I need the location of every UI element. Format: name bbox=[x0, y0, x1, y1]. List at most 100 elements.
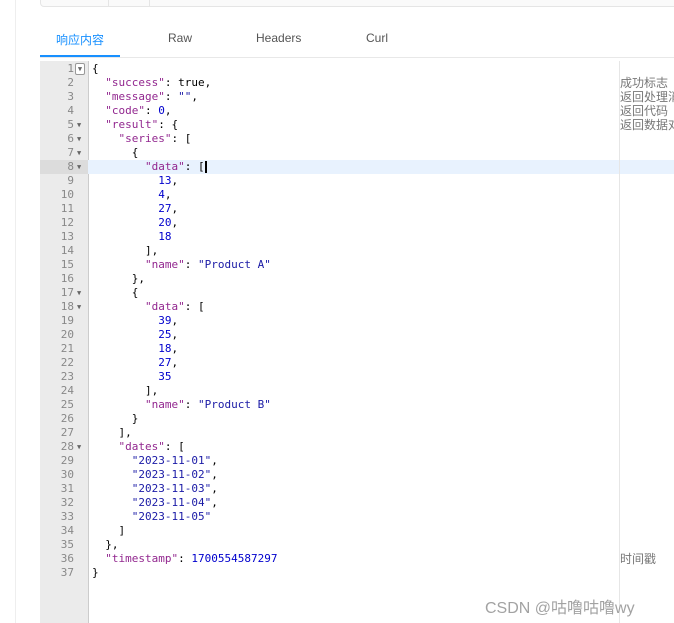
code-line[interactable]: 29 "2023-11-01", bbox=[40, 454, 674, 468]
line-number: 34 bbox=[60, 524, 74, 537]
code-line[interactable]: 32 "2023-11-04", bbox=[40, 496, 674, 510]
line-number: 11 bbox=[60, 202, 74, 215]
line-number: 5 bbox=[67, 118, 74, 131]
code-line[interactable]: 17▼ { bbox=[40, 286, 674, 300]
line-number: 28 bbox=[60, 440, 74, 453]
code-text: }, bbox=[92, 272, 145, 285]
code-line[interactable]: 8▼ "data": [ bbox=[40, 160, 674, 174]
code-line[interactable]: 35 }, bbox=[40, 538, 674, 552]
code-text: } bbox=[92, 566, 99, 579]
code-line[interactable]: 1▼{ bbox=[40, 62, 674, 76]
response-tabs: 响应内容 Raw Headers Curl bbox=[40, 28, 674, 58]
line-number: 17 bbox=[60, 286, 74, 299]
line-number: 7 bbox=[67, 146, 74, 159]
code-line[interactable]: 9 13, bbox=[40, 174, 674, 188]
code-line[interactable]: 7▼ { bbox=[40, 146, 674, 160]
code-line[interactable]: 27 ], bbox=[40, 426, 674, 440]
code-line[interactable]: 6▼ "series": [ bbox=[40, 132, 674, 146]
fold-toggle-icon[interactable]: ▼ bbox=[77, 135, 82, 143]
code-line[interactable]: 34 ] bbox=[40, 524, 674, 538]
code-line[interactable]: 31 "2023-11-03", bbox=[40, 482, 674, 496]
code-text: "dates": [ bbox=[118, 440, 185, 453]
json-editor[interactable]: 1▼{2 "success": true,3 "message": "",4 "… bbox=[40, 61, 674, 623]
code-text: "2023-11-01", bbox=[92, 454, 218, 467]
code-text: "2023-11-02", bbox=[92, 468, 218, 481]
code-text: "timestamp": 1700554587297 bbox=[105, 552, 278, 565]
code-line[interactable]: 12 20, bbox=[40, 216, 674, 230]
code-line[interactable]: 21 18, bbox=[40, 342, 674, 356]
line-number: 18 bbox=[60, 300, 74, 313]
code-line[interactable]: 26 } bbox=[40, 412, 674, 426]
text-cursor bbox=[204, 161, 207, 173]
code-text: 35 bbox=[92, 370, 172, 383]
line-number: 31 bbox=[60, 482, 74, 495]
watermark: CSDN @咕噜咕噜wy bbox=[485, 600, 635, 617]
fold-toggle-icon[interactable]: ▼ bbox=[77, 289, 82, 297]
fold-toggle-icon[interactable]: ▼ bbox=[77, 163, 82, 171]
field-comment: 返回代码 bbox=[620, 104, 669, 118]
code-text: "message": "", bbox=[105, 90, 198, 103]
code-line[interactable]: 24 ], bbox=[40, 384, 674, 398]
code-line[interactable]: 19 39, bbox=[40, 314, 674, 328]
active-tab-indicator bbox=[40, 55, 120, 57]
code-line[interactable]: 2 "success": true, bbox=[40, 76, 674, 90]
line-number-gutter bbox=[40, 61, 89, 623]
code-line[interactable]: 28▼ "dates": [ bbox=[40, 440, 674, 454]
code-line[interactable]: 18▼ "data": [ bbox=[40, 300, 674, 314]
fold-toggle-icon[interactable]: ▼ bbox=[77, 149, 82, 157]
code-text: "code": 0, bbox=[105, 104, 172, 117]
line-number: 6 bbox=[67, 132, 74, 145]
code-line[interactable]: 14 ], bbox=[40, 244, 674, 258]
tab-headers[interactable]: Headers bbox=[256, 31, 302, 45]
code-line[interactable]: 20 25, bbox=[40, 328, 674, 342]
fold-toggle-icon[interactable]: ▼ bbox=[75, 63, 85, 75]
code-text: ], bbox=[92, 384, 159, 397]
line-number: 12 bbox=[60, 216, 74, 229]
line-number: 27 bbox=[60, 426, 74, 439]
code-text: 27, bbox=[92, 356, 179, 369]
fold-toggle-icon[interactable]: ▼ bbox=[77, 121, 82, 129]
comment-column-divider bbox=[619, 61, 620, 623]
tab-raw[interactable]: Raw bbox=[168, 31, 193, 45]
code-text: { bbox=[92, 62, 99, 75]
left-divider bbox=[15, 0, 16, 623]
code-text: 25, bbox=[92, 328, 179, 341]
code-line[interactable]: 15 "name": "Product A" bbox=[40, 258, 674, 272]
code-line[interactable]: 13 18 bbox=[40, 230, 674, 244]
code-line[interactable]: 22 27, bbox=[40, 356, 674, 370]
code-line[interactable]: 23 35 bbox=[40, 370, 674, 384]
code-line[interactable]: 11 27, bbox=[40, 202, 674, 216]
tab-curl[interactable]: Curl bbox=[366, 31, 389, 45]
fold-toggle-icon[interactable]: ▼ bbox=[77, 443, 82, 451]
tab-response-content[interactable]: 响应内容 bbox=[56, 33, 105, 47]
line-number: 10 bbox=[60, 188, 74, 201]
line-number: 4 bbox=[67, 104, 74, 117]
line-number: 32 bbox=[60, 496, 74, 509]
line-number: 37 bbox=[60, 566, 74, 579]
code-line[interactable]: 16 }, bbox=[40, 272, 674, 286]
code-line[interactable]: 37} bbox=[40, 566, 674, 580]
code-text: "2023-11-05" bbox=[92, 510, 212, 523]
code-line[interactable]: 5▼ "result": { bbox=[40, 118, 674, 132]
code-text: "2023-11-04", bbox=[92, 496, 218, 509]
line-number: 3 bbox=[67, 90, 74, 103]
code-line[interactable]: 33 "2023-11-05" bbox=[40, 510, 674, 524]
code-line[interactable]: 3 "message": "", bbox=[40, 90, 674, 104]
code-text: 18 bbox=[92, 230, 172, 243]
code-line[interactable]: 30 "2023-11-02", bbox=[40, 468, 674, 482]
code-line[interactable]: 25 "name": "Product B" bbox=[40, 398, 674, 412]
code-text: 20, bbox=[92, 216, 179, 229]
code-line[interactable]: 36 "timestamp": 1700554587297 bbox=[40, 552, 674, 566]
code-text: 39, bbox=[92, 314, 179, 327]
code-text: 18, bbox=[92, 342, 179, 355]
code-line[interactable]: 10 4, bbox=[40, 188, 674, 202]
line-number: 35 bbox=[60, 538, 74, 551]
code-text: 4, bbox=[92, 188, 172, 201]
line-number: 14 bbox=[60, 244, 74, 257]
code-line[interactable]: 4 "code": 0, bbox=[40, 104, 674, 118]
field-comment: 时间戳 bbox=[620, 552, 657, 566]
fold-toggle-icon[interactable]: ▼ bbox=[77, 303, 82, 311]
code-text: "result": { bbox=[105, 118, 179, 131]
code-text: 27, bbox=[92, 202, 179, 215]
line-number: 15 bbox=[60, 258, 74, 271]
